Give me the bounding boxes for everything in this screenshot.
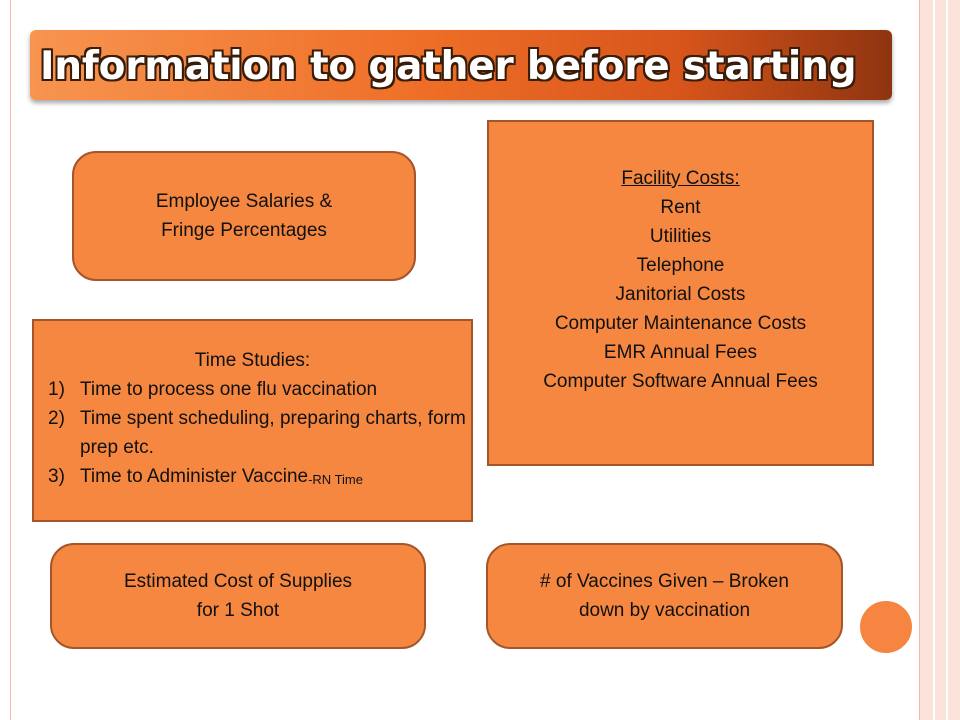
supplies-line: for 1 Shot — [196, 600, 280, 621]
facility-item: EMR Annual Fees — [603, 342, 758, 363]
list-number: 2) — [48, 408, 65, 429]
list-number: 3) — [48, 466, 65, 487]
frame-left-line — [10, 0, 11, 720]
time-studies-heading: Time Studies: — [194, 350, 311, 371]
facility-item: Computer Software Annual Fees — [543, 371, 818, 392]
facility-item: Janitorial Costs — [615, 284, 746, 305]
facility-item: Rent — [660, 197, 701, 218]
facility-item: Telephone — [636, 255, 725, 276]
slide-title: Information to gather before starting — [40, 44, 857, 89]
list-item: 2) Time spent scheduling, preparing char… — [48, 404, 471, 462]
frame-right-stripe — [933, 0, 935, 720]
vaccines-line: # of Vaccines Given – Broken — [540, 571, 789, 592]
salaries-line: Fringe Percentages — [161, 220, 327, 241]
supplies-box: Estimated Cost of Supplies for 1 Shot — [50, 543, 426, 649]
list-item-text: Time spent scheduling, preparing charts,… — [80, 408, 466, 458]
list-item: 3) Time to Administer Vaccine-RN Time — [48, 462, 471, 492]
list-item-text: Time to process one flu vaccination — [80, 379, 378, 400]
list-item-text: Time to Administer Vaccine — [80, 466, 309, 487]
salaries-line: Employee Salaries & — [155, 191, 333, 212]
time-studies-box: Time Studies: 1) Time to process one flu… — [32, 319, 473, 522]
facility-costs-box: Facility Costs: Rent Utilities Telephone… — [487, 120, 874, 466]
salaries-box: Employee Salaries & Fringe Percentages — [72, 151, 416, 281]
frame-right-line — [919, 0, 920, 720]
supplies-line: Estimated Cost of Supplies — [123, 571, 353, 592]
facility-item: Computer Maintenance Costs — [554, 313, 807, 334]
time-studies-list: 1) Time to process one flu vaccination 2… — [34, 375, 471, 492]
frame-right-band — [920, 0, 960, 720]
title-banner — [30, 30, 892, 100]
facility-item: Utilities — [649, 226, 712, 247]
facility-costs-heading: Facility Costs: — [621, 168, 740, 189]
accent-circle — [857, 598, 915, 656]
list-number: 1) — [48, 379, 65, 400]
rn-time-note: -RN Time — [308, 472, 363, 487]
vaccines-given-box: # of Vaccines Given – Broken down by vac… — [486, 543, 843, 649]
vaccines-line: down by vaccination — [578, 600, 751, 621]
list-item: 1) Time to process one flu vaccination — [48, 375, 471, 404]
frame-right-stripe — [946, 0, 948, 720]
